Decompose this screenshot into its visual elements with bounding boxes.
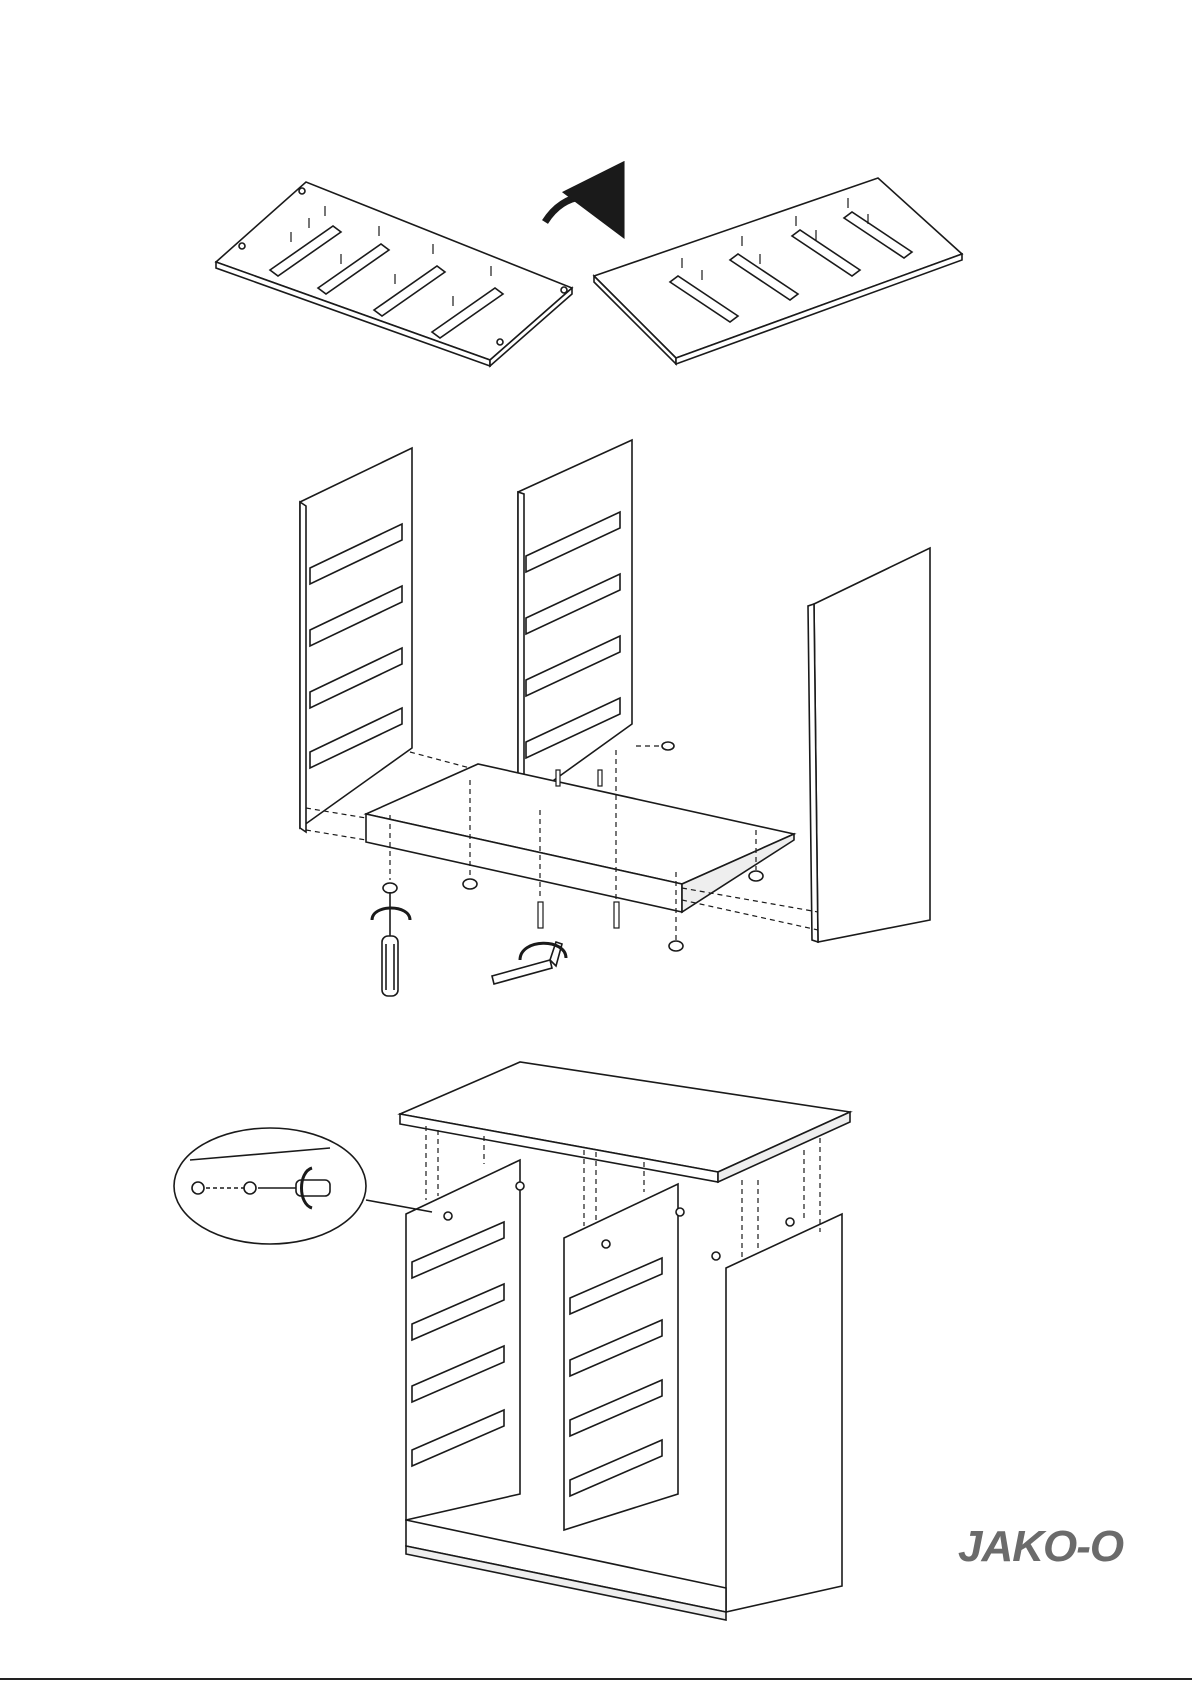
top-panel [400, 1062, 850, 1182]
flip-arrow-icon [545, 197, 612, 222]
base-panel [366, 764, 794, 912]
divider-panel-right [594, 178, 962, 364]
cabinet-body [406, 1160, 842, 1620]
brand-logo-text: JAKO-O [958, 1522, 1123, 1572]
allen-key-icon [492, 942, 566, 984]
screwdriver-icon [372, 892, 410, 996]
step-2-group [300, 440, 930, 996]
divider-panel-left [216, 182, 572, 366]
step-1-group [216, 178, 962, 366]
side-panel-right [808, 548, 930, 942]
page-bottom-rule [0, 1678, 1192, 1680]
step-3-group [174, 1062, 850, 1620]
brand-logo: JAKO-O [958, 1522, 1148, 1582]
detail-callout-icon [174, 1128, 432, 1244]
